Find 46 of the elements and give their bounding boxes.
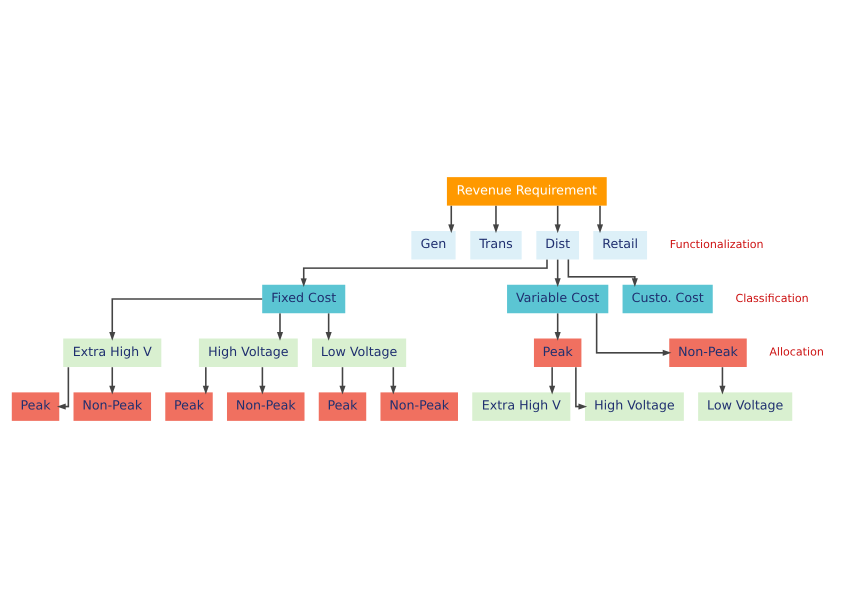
node-box: Low Voltage (312, 338, 406, 367)
node-box: Non-Peak (669, 338, 747, 367)
node-box: Non-Peak (380, 392, 458, 420)
arrow (326, 312, 332, 340)
arrow (276, 312, 284, 340)
arrow (300, 259, 548, 287)
arrow (554, 259, 561, 286)
node-box: Fixed Cost (262, 284, 346, 313)
arrow (549, 366, 556, 394)
arrow (339, 366, 346, 394)
node-box: Peak (318, 392, 366, 420)
arrow (719, 366, 726, 394)
node-box: Peak (165, 392, 213, 420)
node-box: Non-Peak (74, 392, 152, 420)
arrow (57, 366, 70, 410)
arrow (390, 366, 396, 394)
node-box: Gen (411, 230, 456, 259)
arrow (259, 366, 266, 394)
node-box: Dist (536, 230, 580, 259)
node-box: Custo. Cost (622, 284, 713, 313)
arrow (109, 298, 262, 340)
arrow (554, 312, 561, 340)
arrow (492, 205, 500, 233)
arrow (596, 205, 604, 233)
node-box: Low Voltage (698, 392, 792, 420)
node-box: Trans (470, 230, 522, 259)
label: Allocation (769, 345, 824, 358)
node-box: Extra High V (472, 392, 570, 420)
node-box: Variable Cost (507, 284, 608, 313)
node-box: High Voltage (198, 338, 298, 367)
node-box: Extra High V (63, 338, 162, 367)
arrow (568, 259, 638, 286)
label: Functionalization (670, 238, 764, 251)
node-box: Retail (593, 230, 648, 259)
arrow (448, 205, 454, 233)
arrow (202, 366, 209, 394)
arrow (109, 366, 116, 394)
node-box: Peak (12, 392, 60, 420)
arrow (575, 366, 588, 410)
label: Classification (735, 291, 809, 304)
node-box: High Voltage (584, 392, 684, 420)
node-box: Non-Peak (226, 392, 305, 420)
arrow (596, 312, 672, 356)
node-box: Revenue Requirement (446, 176, 607, 206)
node-box: Peak (534, 338, 582, 367)
arrow (554, 205, 561, 233)
